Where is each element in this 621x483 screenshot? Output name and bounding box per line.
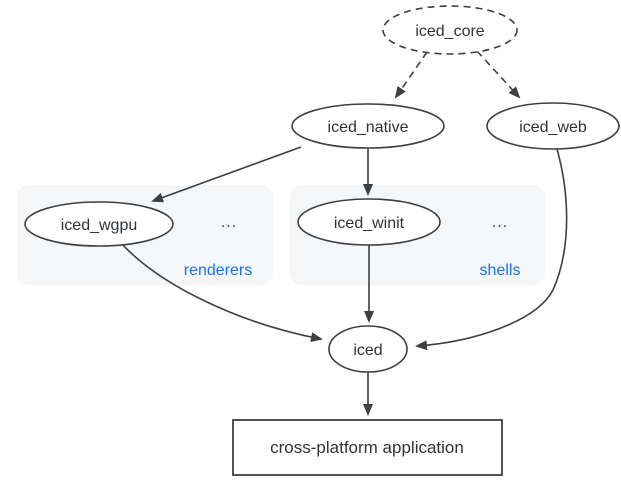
node-iced-wgpu [24,201,174,247]
edge-wgpu-to-iced [121,243,323,343]
renderers-ellipsis: ... [221,214,237,231]
shells-group-label: shells [480,262,521,279]
node-application [232,419,503,476]
node-iced-wgpu-label: iced_wgpu [61,217,138,234]
node-iced [328,325,408,373]
node-iced-native [291,103,445,149]
shells-ellipsis: ... [492,214,508,231]
edge-web-to-iced [415,148,568,351]
node-iced-winit-label: iced_winit [334,215,405,232]
node-iced-web-label: iced_web [519,119,587,136]
node-iced-web [486,102,620,150]
edge-core-to-native [394,51,428,99]
node-iced-core [382,5,518,55]
node-iced-winit [297,198,441,246]
renderers-group-label: renderers [184,262,252,279]
edge-core-to-web [476,50,521,99]
node-iced-native-label: iced_native [328,119,409,136]
edge-native-to-wgpu [151,146,302,203]
node-application-label: cross-platform application [270,438,464,457]
node-iced-core-label: iced_core [415,23,484,40]
node-iced-label: iced [353,342,382,359]
